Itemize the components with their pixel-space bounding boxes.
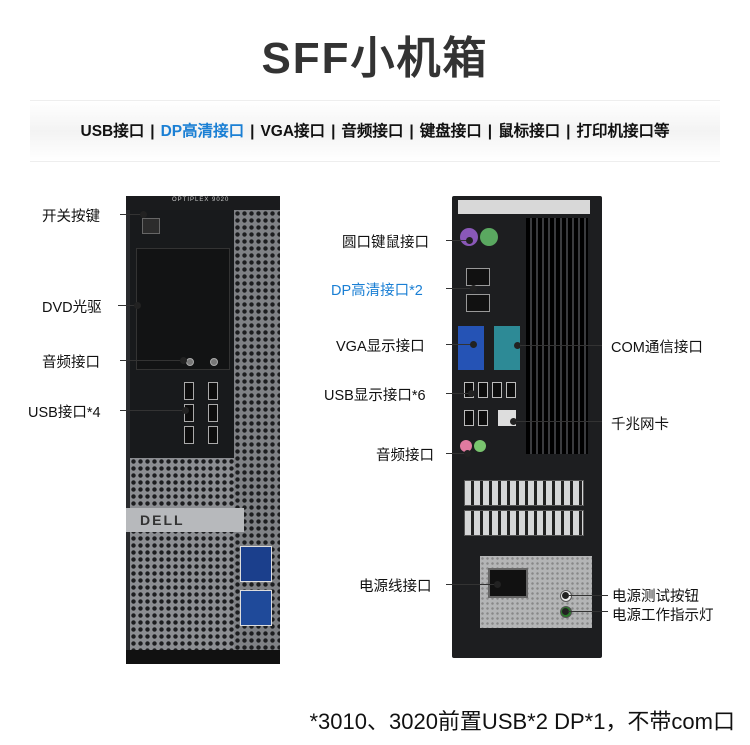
usb-port-icon — [184, 426, 194, 444]
separator: | — [150, 123, 155, 140]
ports-summary: USB接口 | DP高清接口 | VGA接口 | 音频接口 | 键盘接口 | 鼠标接口 | 打印机接口等 — [0, 119, 750, 141]
ports-banner — [30, 100, 720, 162]
separator: | — [409, 123, 414, 140]
pointer-dot — [182, 407, 189, 414]
usb-port-icon — [208, 426, 218, 444]
pointer-dot — [470, 285, 477, 292]
rear-vent — [526, 218, 588, 454]
pointer-dot — [562, 592, 569, 599]
displayport-icon — [466, 294, 490, 312]
usb-port-icon — [464, 410, 474, 426]
pointer-line — [520, 345, 602, 346]
label-back-usb: USB显示接口*6 — [324, 388, 426, 404]
label-dp: DP高清接口*2 — [331, 283, 423, 299]
port-dp: DP高清接口 — [160, 123, 245, 140]
port-keyboard: 键盘接口 — [419, 123, 482, 140]
label-front-usb: USB接口*4 — [28, 405, 101, 421]
pointer-dot — [468, 390, 475, 397]
usb-port-icon — [492, 382, 502, 398]
separator: | — [487, 123, 493, 140]
pointer-line — [446, 240, 468, 241]
port-printer: 打印机接口等 — [576, 123, 670, 140]
pointer-line — [446, 453, 466, 454]
pointer-line — [120, 214, 142, 215]
displayport-icon — [466, 268, 490, 286]
label-psu-led: 电源工作指示灯 — [612, 608, 714, 624]
port-audio: 音频接口 — [341, 123, 404, 140]
label-vga: VGA显示接口 — [336, 339, 425, 355]
separator: | — [331, 123, 336, 140]
expansion-slot — [464, 480, 584, 506]
label-back-audio: 音频接口 — [376, 448, 434, 464]
page-title: SFF小机箱 — [261, 34, 489, 83]
usb-port-icon — [208, 382, 218, 400]
pointer-line — [446, 393, 470, 394]
pointer-dot — [466, 237, 473, 244]
label-com: COM通信接口 — [611, 340, 703, 356]
audio-in-icon — [474, 440, 486, 452]
pointer-dot — [180, 357, 187, 364]
pointer-line — [118, 305, 136, 306]
windows-sticker-icon — [240, 590, 272, 626]
label-power-cord: 电源线接口 — [359, 579, 432, 595]
pointer-dot — [494, 581, 501, 588]
label-power-switch: 开关按键 — [42, 209, 100, 225]
label-ps2: 圆口键鼠接口 — [342, 235, 429, 251]
usb-port-icon — [478, 382, 488, 398]
port-mouse: 鼠标接口 — [498, 123, 561, 140]
lower-grille — [130, 458, 234, 650]
usb-port-icon — [506, 382, 516, 398]
model-badge: OPTIPLEX 9020 — [172, 197, 230, 203]
top-strip — [126, 196, 280, 210]
mic-jack-icon — [186, 358, 194, 366]
separator: | — [250, 123, 255, 140]
side-grille — [234, 210, 280, 650]
dvd-drive — [136, 248, 230, 370]
pointer-dot — [562, 608, 569, 615]
pointer-dot — [134, 302, 141, 309]
footnote: *3010、3020前置USB*2 DP*1，不带com口 — [309, 709, 735, 734]
back-tower-image — [452, 196, 602, 658]
pointer-line — [568, 611, 608, 612]
power-button-icon — [142, 218, 160, 234]
service-sticker — [458, 200, 590, 214]
pointer-line — [516, 421, 602, 422]
ps2-keyboard-icon — [480, 228, 498, 246]
separator: | — [566, 123, 571, 140]
pointer-line — [120, 360, 182, 361]
label-front-audio: 音频接口 — [42, 355, 100, 371]
pointer-line — [568, 595, 608, 596]
pointer-dot — [510, 418, 517, 425]
port-vga: VGA接口 — [260, 123, 326, 140]
pointer-dot — [140, 211, 147, 218]
brand-plate — [126, 508, 244, 532]
label-lan: 千兆网卡 — [611, 417, 669, 433]
label-psu-test: 电源测试按钮 — [612, 589, 699, 605]
front-tower-image: OPTIPLEX 9020 DELL — [126, 196, 280, 664]
usb-port-icon — [184, 382, 194, 400]
pointer-line — [446, 584, 496, 585]
audio-out-icon — [460, 440, 472, 452]
headphone-jack-icon — [210, 358, 218, 366]
pointer-dot — [514, 342, 521, 349]
pointer-line — [446, 288, 472, 289]
intel-sticker-icon — [240, 546, 272, 582]
vga-port-icon — [458, 326, 484, 370]
expansion-slot — [464, 510, 584, 536]
pointer-dot — [464, 450, 471, 457]
dell-logo: DELL — [140, 512, 185, 528]
usb-port-icon — [208, 404, 218, 422]
pointer-dot — [470, 341, 477, 348]
label-dvd: DVD光驱 — [42, 300, 102, 316]
usb-port-icon — [478, 410, 488, 426]
port-usb: USB接口 — [80, 123, 145, 140]
tower-foot — [126, 650, 280, 664]
pointer-line — [120, 410, 184, 411]
pointer-line — [446, 344, 472, 345]
